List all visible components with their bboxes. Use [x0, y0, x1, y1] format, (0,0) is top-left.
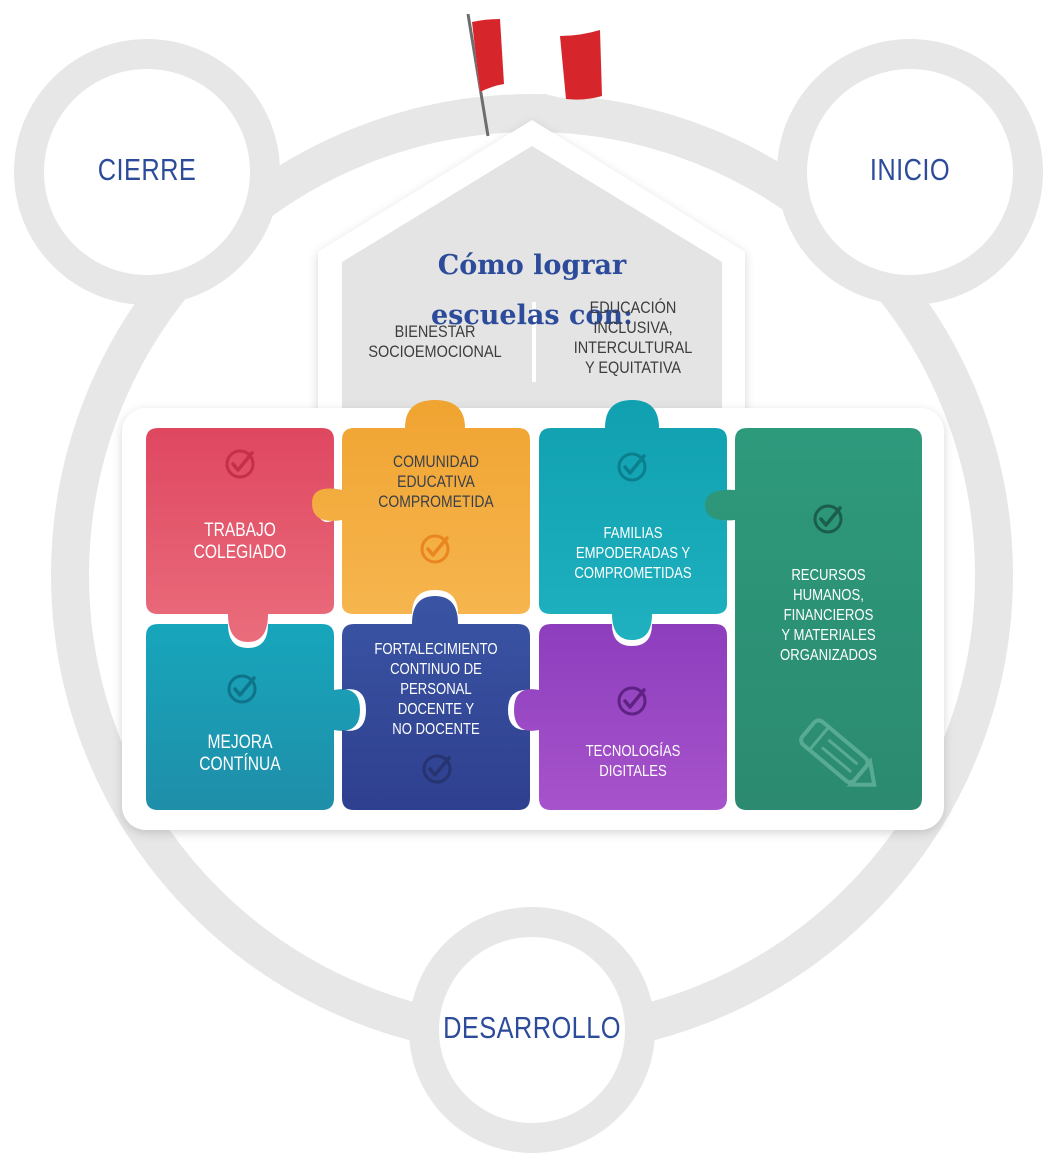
- piece-recursos: [705, 428, 922, 810]
- piece-label-tecnologias: TECNOLOGÍAS DIGITALES: [585, 743, 681, 780]
- phase-circle-cierre: [14, 39, 280, 305]
- peru-flag-icon: [466, 13, 602, 137]
- phase-label-desarrollo: DESARROLLO: [443, 1010, 621, 1045]
- piece-label-mejora: MEJORA CONTÍNUA: [199, 732, 281, 775]
- phase-label-inicio: INICIO: [869, 152, 951, 187]
- headline-line2: escuelas con:: [430, 300, 634, 331]
- phase-circle-inicio: [777, 39, 1043, 305]
- piece-mejora-continua: [146, 624, 360, 810]
- headline-line1: Cómo lograr: [437, 250, 627, 281]
- piece-label-trabajo: TRABAJO COLEGIADO: [193, 520, 287, 563]
- piece-comunidad-educativa: [312, 400, 530, 614]
- piece-label-recursos: RECURSOS HUMANOS, FINANCIEROS Y MATERIAL…: [780, 567, 877, 664]
- check-circle-icon: [227, 674, 257, 704]
- check-circle-icon: [422, 754, 452, 784]
- pencil-icon: [799, 718, 877, 787]
- roof-label-educacion: EDUCACIÓN INCLUSIVA, INTERCULTURAL Y EQU…: [573, 298, 693, 377]
- check-circle-icon: [813, 504, 843, 534]
- phase-label-cierre: CIERRE: [97, 152, 197, 187]
- piece-familias-empoderadas: [539, 400, 727, 640]
- piece-label-familias: FAMILIAS EMPODERADAS Y COMPROMETIDAS: [574, 525, 692, 582]
- check-circle-icon: [420, 534, 450, 564]
- roof-label-bienestar: BIENESTAR SOCIOEMOCIONAL: [368, 322, 502, 361]
- piece-label-fortalecimiento: FORTALECIMIENTO CONTINUO DE PERSONAL DOC…: [374, 641, 498, 738]
- check-circle-icon: [225, 449, 255, 479]
- piece-tecnologias: [514, 624, 727, 810]
- headline: Cómo lograr escuelas con:: [382, 228, 682, 353]
- piece-label-comunidad: COMUNIDAD EDUCATIVA COMPROMETIDA: [378, 452, 494, 511]
- piece-trabajo-colegiado: [146, 428, 334, 642]
- check-circle-icon: [617, 452, 647, 482]
- check-circle-icon: [617, 686, 647, 716]
- phase-circle-desarrollo: [409, 907, 655, 1153]
- piece-fortalecimiento: [342, 596, 530, 810]
